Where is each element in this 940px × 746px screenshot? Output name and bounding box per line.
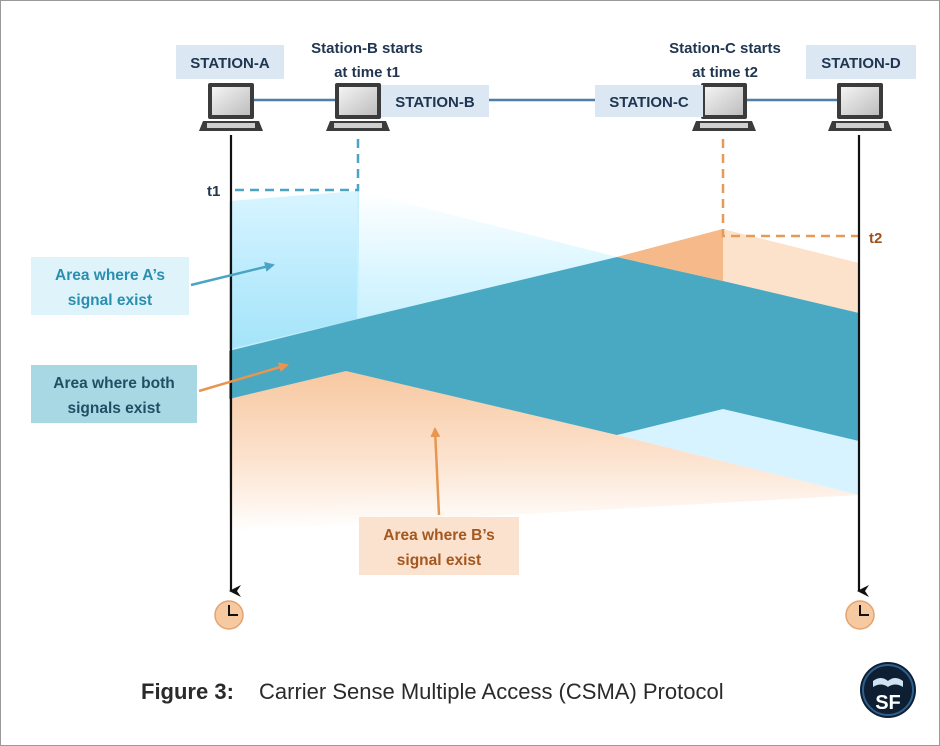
callout-a-arrow: [190, 262, 275, 287]
t1-label: t1: [207, 183, 220, 200]
figure-caption-text: Carrier Sense Multiple Access (CSMA) Pro…: [259, 679, 724, 704]
station-c-label: STATION-C: [595, 85, 703, 117]
svg-text:SF: SF: [875, 692, 901, 714]
a-signal-lower-right: [617, 409, 859, 495]
callout-both-arrow: [198, 362, 289, 393]
station-b-label: STATION-B: [381, 85, 489, 117]
computer-icon-a: [199, 83, 263, 131]
callout-a-signal: Area where A’s signal exist: [31, 257, 189, 315]
sf-logo: SF: [860, 662, 916, 718]
svg-text:Area where B’s: Area where B’s: [383, 527, 494, 544]
station-c-start-note-line2: at time t2: [692, 64, 758, 81]
computer-icon-c: [692, 83, 756, 131]
callout-b-signal: Area where B’s signal exist: [359, 517, 519, 575]
svg-text:Area where both: Area where both: [53, 375, 174, 392]
t2-dash: [721, 139, 861, 238]
computer-icon-b: [326, 83, 390, 131]
svg-text:signal exist: signal exist: [397, 552, 481, 569]
clock-icon-d: [845, 600, 875, 630]
svg-text:signal exist: signal exist: [68, 292, 152, 309]
figure-caption-label: Figure 3:: [141, 679, 234, 704]
station-c-start-note-line1: Station-C starts: [669, 40, 781, 57]
callout-both-signals: Area where both signals exist: [31, 365, 197, 423]
svg-text:signals exist: signals exist: [67, 400, 160, 417]
b-signal-region-cover: [229, 371, 617, 533]
computer-icon-d: [828, 83, 892, 131]
station-d-label: STATION-D: [806, 45, 916, 79]
svg-text:STATION-A: STATION-A: [190, 55, 270, 72]
station-a-label: STATION-A: [176, 45, 284, 79]
t1-dash: [233, 139, 360, 192]
a-signal-back-face: [229, 191, 358, 349]
overlap-region: [229, 257, 859, 441]
b-signal-right: [723, 229, 859, 313]
svg-text:Area where A’s: Area where A’s: [55, 267, 165, 284]
svg-text:STATION-C: STATION-C: [609, 94, 689, 111]
svg-text:STATION-B: STATION-B: [395, 94, 475, 111]
svg-text:STATION-D: STATION-D: [821, 55, 901, 72]
callout-b-arrow: [430, 427, 441, 516]
overlap-top-face: [617, 229, 723, 281]
clock-icon-a: [214, 600, 244, 630]
station-b-start-note-line2: at time t1: [334, 64, 400, 81]
t2-label: t2: [869, 230, 882, 247]
station-b-start-note-line1: Station-B starts: [311, 40, 423, 57]
